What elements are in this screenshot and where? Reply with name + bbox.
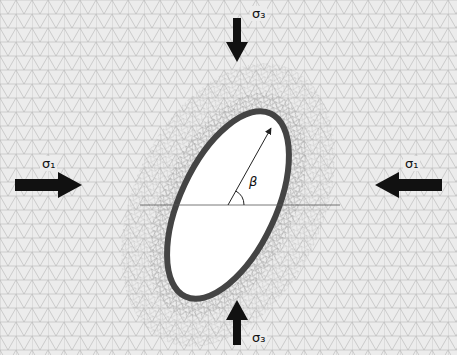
stress-label: σ₁ xyxy=(40,156,57,171)
major-axis-arrow xyxy=(228,128,271,205)
load-arrow xyxy=(15,172,82,198)
stress-label: σ₃ xyxy=(250,330,267,345)
stress-label: σ₃ xyxy=(250,6,267,21)
load-arrow xyxy=(226,300,248,345)
load-arrow xyxy=(226,18,248,62)
horizontal-axis xyxy=(140,205,340,206)
angle-arc xyxy=(236,191,244,205)
angle-label: β xyxy=(247,174,259,189)
mesh-refinement xyxy=(79,29,378,355)
stress-label: σ₁ xyxy=(403,156,420,171)
load-arrow xyxy=(375,172,442,198)
